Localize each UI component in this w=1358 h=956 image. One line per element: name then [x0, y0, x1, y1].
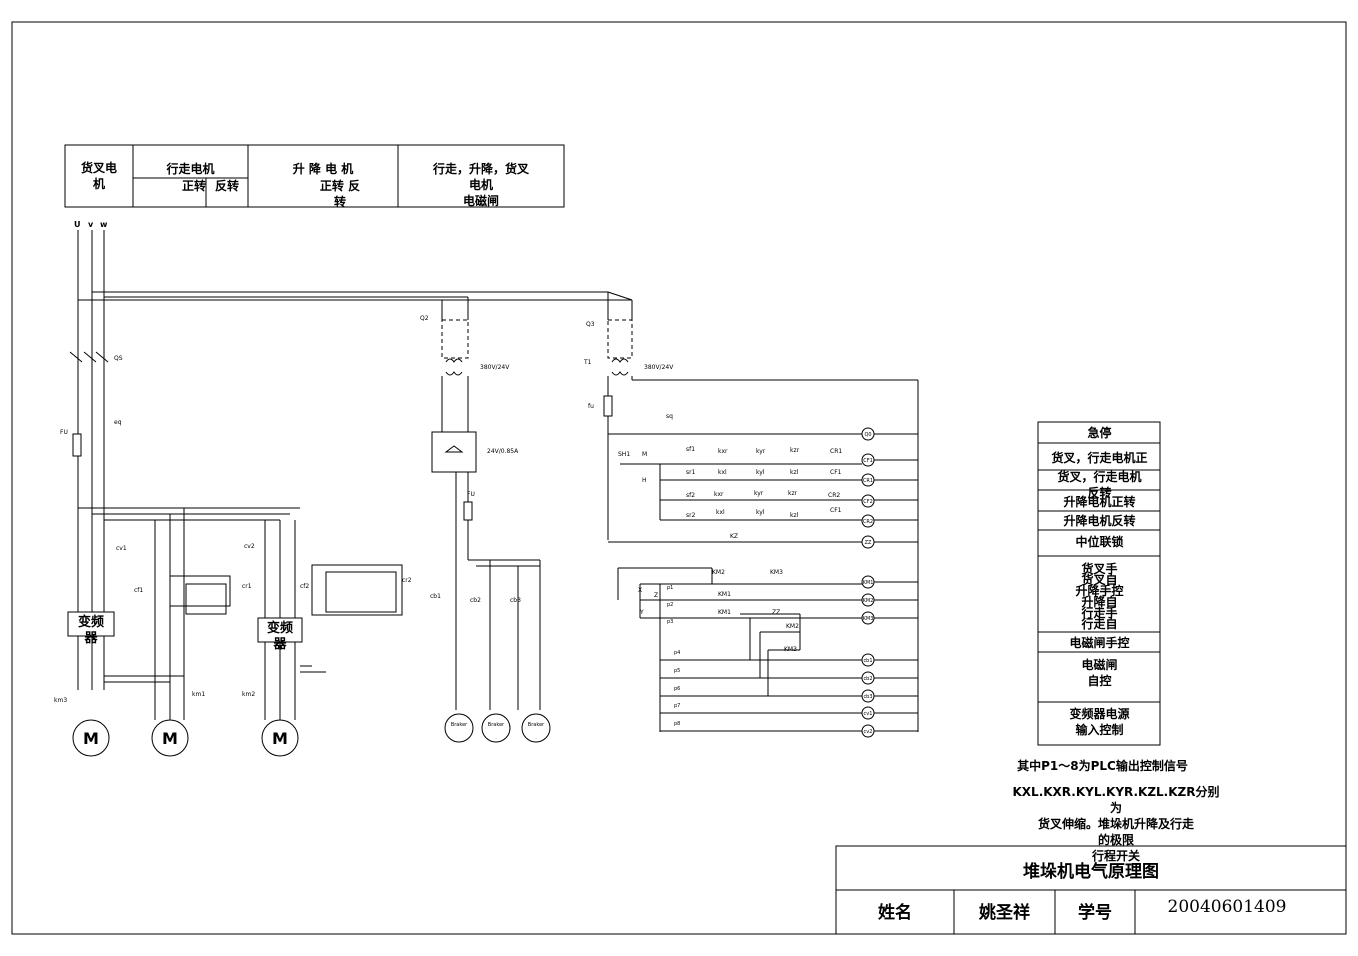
control-center-interlock: 中位联锁 [1075, 535, 1124, 549]
header-col-lift-motor: 升 降 电 机 [292, 162, 354, 176]
id-label: 学号 [1078, 903, 1112, 923]
qs-switch [69, 351, 109, 363]
name-value: 姚圣祥 [979, 903, 1030, 923]
control-brake-manual: 电磁闸手控 [1069, 636, 1130, 650]
control-manual-auto-modes: 货叉手 货叉自 升降手控 升降自 行走手 行走自 [1075, 562, 1124, 631]
header-col-travel-motor: 行走电机 [166, 162, 215, 176]
coil-symbols [861, 427, 875, 738]
control-lift-reverse: 升降电机反转 [1063, 514, 1136, 528]
control-fork-travel-forward: 货叉，行走电机正 [1051, 451, 1148, 465]
control-table-grid [1037, 421, 1161, 746]
motor-branches [78, 507, 403, 720]
id-value: 20040601409 [1167, 897, 1287, 917]
control-inverter-power: 变频器电源 输入控制 [1069, 707, 1130, 737]
drawing-title: 堆垛机电气原理图 [1023, 862, 1159, 882]
inverter-2-box [257, 617, 303, 643]
header-travel-reverse: 反转 [214, 179, 239, 193]
inverter-1-box [67, 611, 115, 637]
control-brake-auto: 电磁闸 自控 [1081, 658, 1118, 688]
control-emergency-stop: 急停 [1087, 426, 1112, 440]
inverter-1: 变频 器 [77, 615, 104, 646]
header-table-grid [64, 144, 565, 208]
control-fork-travel-reverse: 货叉，行走电机 反转 [1057, 470, 1142, 500]
header-col-fork-motor: 货叉电 机 [80, 161, 117, 191]
fuse-fu [72, 433, 82, 457]
note-plc-outputs: 其中P1～8为PLC输出控制信号 [1017, 759, 1188, 773]
sheet-border [11, 21, 1347, 935]
control-circuit [603, 292, 919, 732]
header-col-brake: 行走，升降，货叉 电机 电磁闸 [432, 162, 529, 208]
control-lift-forward: 升降电机正转 [1063, 495, 1136, 509]
header-travel-forward: 正转 [181, 179, 206, 193]
title-block-grid [835, 845, 1347, 935]
motor-symbols [72, 719, 299, 757]
brake-power-branch [431, 297, 551, 743]
three-phase-bus [77, 230, 633, 690]
header-lift-direction: 正转 反 转 [319, 179, 361, 209]
note-limit-switches: KXL.KXR.KYL.KYR.KZL.KZR分别 为 货叉伸缩。堆垛机升降及行… [1012, 785, 1220, 863]
name-label: 姓名 [878, 903, 912, 923]
inverter-2: 变频 器 [266, 621, 293, 652]
